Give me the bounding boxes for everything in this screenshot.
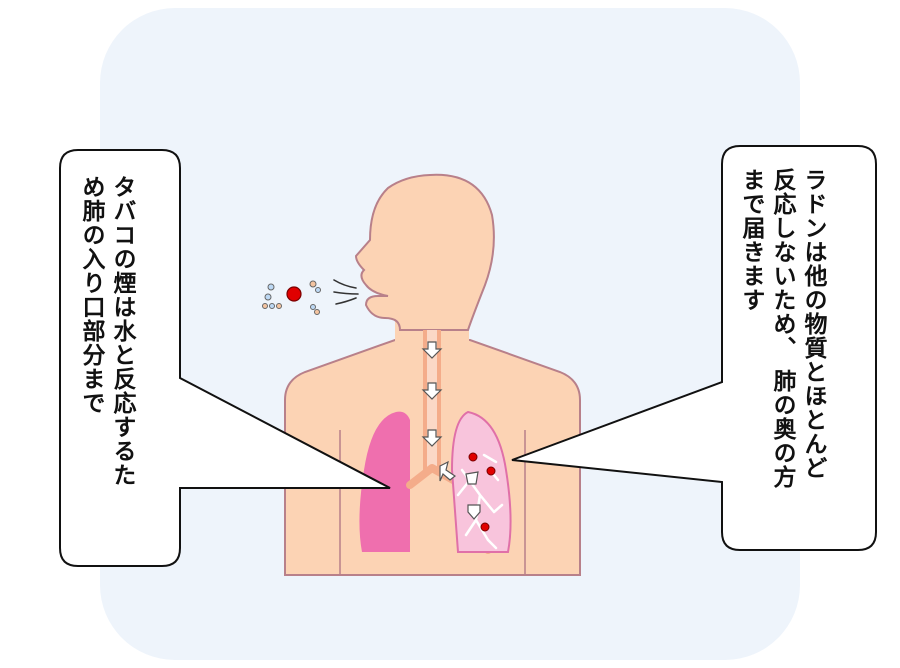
breath-lines <box>333 279 359 305</box>
callout-right-bubble <box>511 145 877 551</box>
callout-right-line: ラドンは他の物質とほとんど <box>800 168 826 480</box>
callout-left-bubble <box>59 149 391 567</box>
down-arrow-icon <box>421 341 443 359</box>
down-arrow-icon <box>421 429 443 447</box>
bronchial-tree <box>456 453 504 550</box>
branch-arrow-icon <box>439 460 457 482</box>
branch-arrow-icon <box>467 504 481 520</box>
callout-right-line: 反応しないため、 肺の奥の方 <box>769 168 795 490</box>
airflow-arrows <box>421 341 481 520</box>
down-arrow-icon <box>421 382 443 400</box>
left-lung <box>359 411 410 552</box>
callout-right-line: まで届きます <box>738 168 764 312</box>
head <box>354 173 495 331</box>
branch-arrow-icon <box>465 471 479 485</box>
right-lung <box>450 410 512 553</box>
radon-particle <box>468 452 478 462</box>
callout-left-line: タバコの煙は水と反応するた <box>109 175 135 487</box>
smoke-particles <box>262 280 321 315</box>
callout-left-line: め肺の入り口部分まで <box>78 175 104 415</box>
callout-left-text: タバコの煙は水と反応するた め肺の入り口部分まで <box>75 175 137 555</box>
radon-particle <box>486 466 496 476</box>
radon-particle <box>286 286 302 302</box>
radon-particle <box>480 522 490 532</box>
callout-right-text: ラドンは他の物質とほとんど 反応しないため、 肺の奥の方 まで届きます <box>735 168 828 548</box>
